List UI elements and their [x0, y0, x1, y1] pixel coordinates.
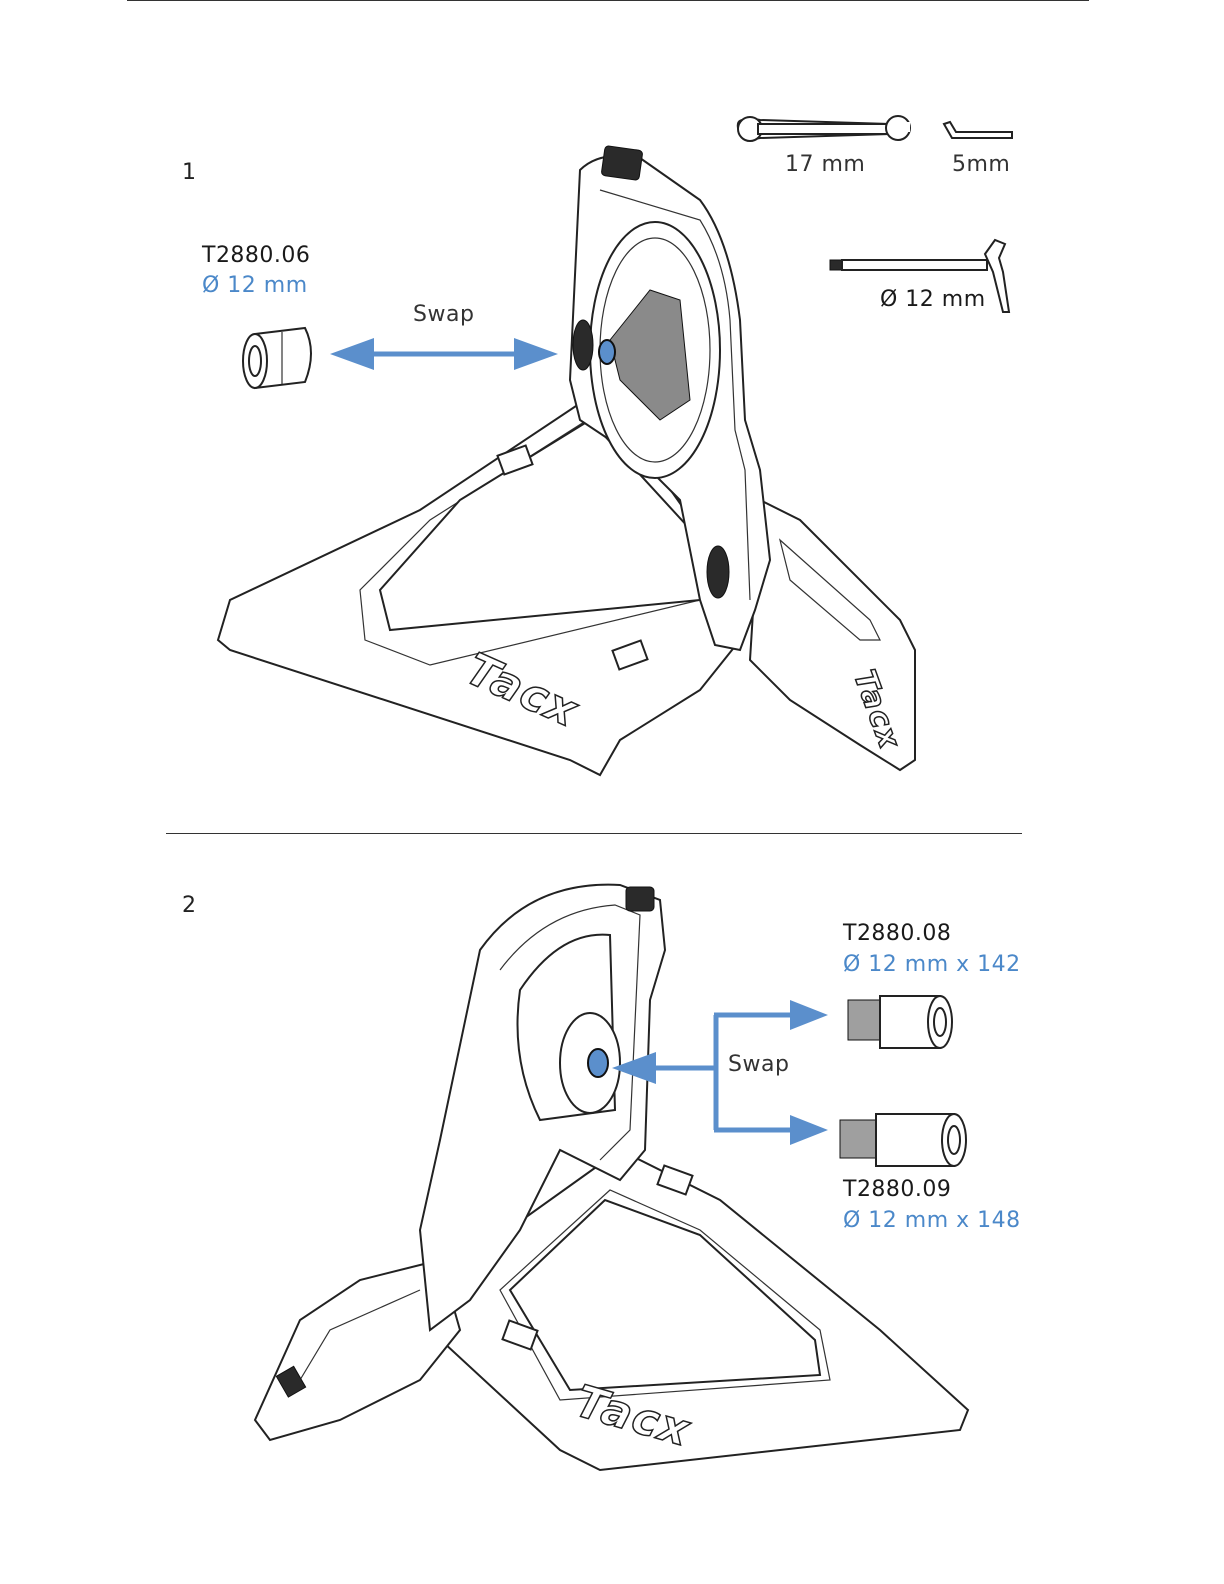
hex-key-icon	[944, 122, 1012, 138]
step1-end-cap-icon	[243, 328, 311, 388]
step1-trainer-body	[218, 146, 915, 775]
step2-adapter-b-icon	[840, 1114, 966, 1166]
step2-trainer-body	[255, 885, 968, 1470]
wrench-icon	[738, 116, 910, 141]
step2-adapter-a-icon	[848, 996, 952, 1048]
step1-swap-arrow-icon	[330, 338, 558, 370]
thru-axle-icon	[830, 240, 1009, 312]
